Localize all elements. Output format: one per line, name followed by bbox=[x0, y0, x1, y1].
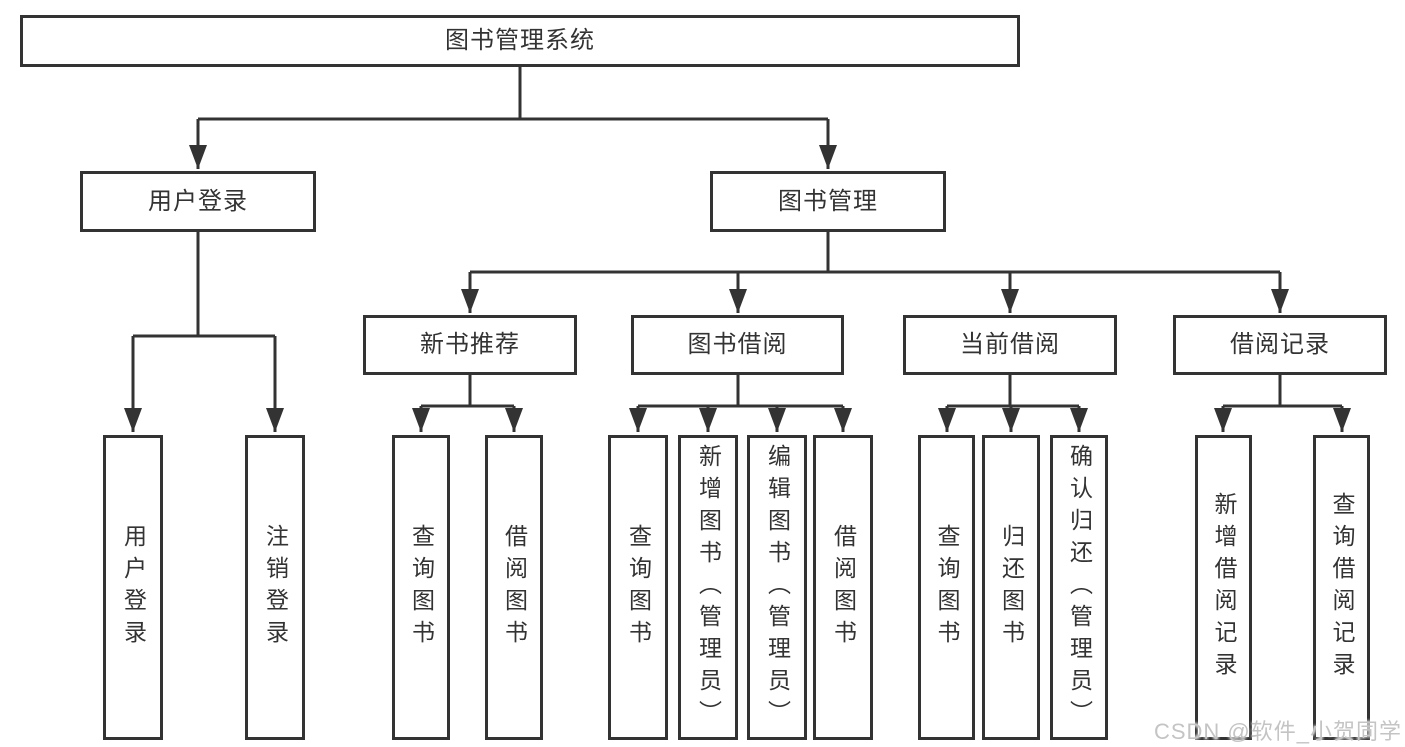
node-label: 查询图书 bbox=[934, 523, 960, 652]
node-label: 新增图书（管理员） bbox=[695, 443, 722, 732]
node-current-borrowing: 当前借阅 bbox=[903, 315, 1117, 375]
leaf-return-books: 归还图书 bbox=[982, 435, 1040, 740]
node-label: 新书推荐 bbox=[420, 331, 520, 358]
node-label: 借阅图书 bbox=[830, 523, 857, 652]
leaf-logout: 注销登录 bbox=[245, 435, 305, 740]
node-label: 用户登录 bbox=[148, 187, 248, 215]
node-borrowing-records: 借阅记录 bbox=[1173, 315, 1387, 375]
leaf-confirm-return-admin: 确认归还（管理员） bbox=[1050, 435, 1108, 740]
node-new-book-recommendation: 新书推荐 bbox=[363, 315, 577, 375]
node-label: 确认归还（管理员） bbox=[1066, 443, 1093, 732]
leaf-query-books-current: 查询图书 bbox=[918, 435, 975, 740]
node-label: 查询图书 bbox=[408, 523, 435, 652]
node-label: 编辑图书（管理员） bbox=[764, 443, 791, 732]
leaf-borrow-books-borrowing: 借阅图书 bbox=[813, 435, 873, 740]
node-label: 图书借阅 bbox=[687, 331, 788, 358]
csdn-watermark: CSDN @软件_小贺同学 bbox=[1153, 719, 1402, 744]
node-label: 用户登录 bbox=[120, 523, 147, 652]
node-label: 借阅图书 bbox=[501, 523, 528, 652]
node-label: 新增借阅记录 bbox=[1211, 491, 1237, 684]
node-label: 图书管理 bbox=[778, 187, 878, 215]
node-label: 查询图书 bbox=[625, 523, 652, 652]
leaf-query-books-borrowing: 查询图书 bbox=[608, 435, 668, 740]
leaf-edit-books-admin: 编辑图书（管理员） bbox=[747, 435, 807, 740]
leaf-new-borrow-record: 新增借阅记录 bbox=[1195, 435, 1252, 740]
leaf-query-books-recommend: 查询图书 bbox=[392, 435, 450, 740]
node-book-borrowing: 图书借阅 bbox=[631, 315, 844, 375]
node-label: 借阅记录 bbox=[1230, 331, 1330, 358]
node-label: 当前借阅 bbox=[960, 331, 1060, 358]
leaf-add-books-admin: 新增图书（管理员） bbox=[678, 435, 738, 740]
leaf-borrow-books-recommend: 借阅图书 bbox=[485, 435, 543, 740]
node-label: 图书管理系统 bbox=[445, 27, 595, 54]
node-label: 查询借阅记录 bbox=[1329, 491, 1355, 684]
node-label: 注销登录 bbox=[262, 523, 289, 652]
node-book-management: 图书管理 bbox=[710, 171, 946, 232]
node-user-login: 用户登录 bbox=[80, 171, 316, 232]
node-library-management-system: 图书管理系统 bbox=[20, 15, 1020, 67]
leaf-user-login: 用户登录 bbox=[103, 435, 163, 740]
node-label: 归还图书 bbox=[998, 523, 1025, 652]
leaf-query-borrow-record: 查询借阅记录 bbox=[1313, 435, 1370, 740]
